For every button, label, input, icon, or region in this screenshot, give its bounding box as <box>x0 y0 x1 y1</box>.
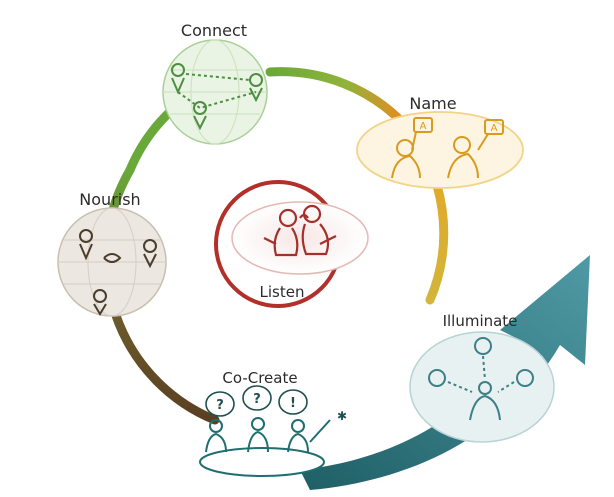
name-sign-2: A <box>491 123 498 134</box>
listen-node: Listen <box>216 182 368 306</box>
connect-node: Connect <box>163 21 267 144</box>
bubble-question-2: ? <box>253 392 261 407</box>
bubble-question-1: ? <box>216 398 224 413</box>
illuminate-label: Illuminate <box>443 312 518 330</box>
nourish-node: Nourish <box>58 190 166 316</box>
cocreate-node: ? ? ! ✱ Co-Create <box>200 369 347 476</box>
sparkle-icon: ✱ <box>337 409 347 423</box>
cocreating-people-icon <box>206 418 330 452</box>
connect-label: Connect <box>181 21 247 40</box>
nourish-label: Nourish <box>79 190 140 209</box>
name-label: Name <box>409 94 456 113</box>
name-sign-1: A <box>420 121 427 132</box>
listen-label: Listen <box>260 283 305 301</box>
cocreate-label: Co-Create <box>222 369 297 387</box>
bubble-exclaim: ! <box>290 396 296 411</box>
